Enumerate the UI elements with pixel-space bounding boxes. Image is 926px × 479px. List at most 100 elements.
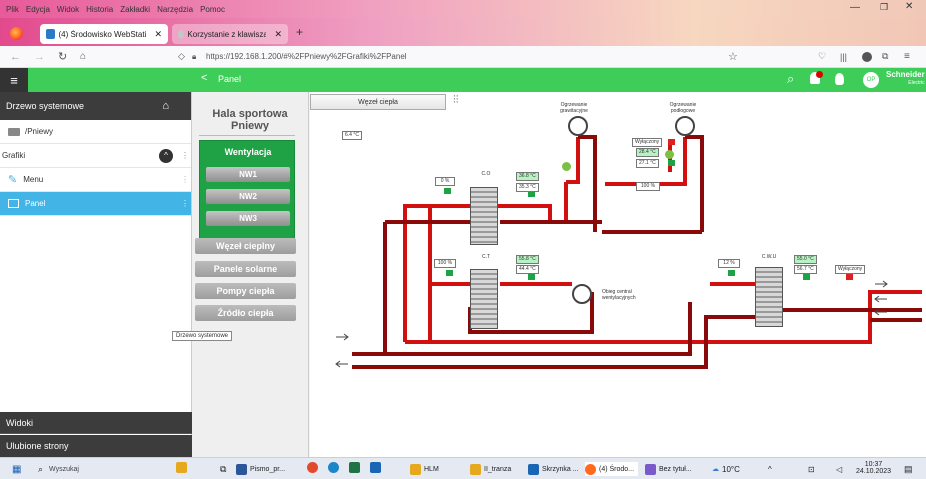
task-view-icon[interactable]: ⧉: [220, 463, 227, 474]
sidebar-path[interactable]: /Pniewy: [0, 120, 191, 144]
search-icon[interactable]: ⌕: [787, 71, 795, 86]
user-avatar[interactable]: OP: [863, 72, 879, 88]
home-icon[interactable]: ⌂: [80, 51, 87, 62]
pump-gravity[interactable]: [568, 116, 588, 136]
valve-floor-value: 100 %: [636, 182, 660, 191]
exchanger-co[interactable]: [470, 187, 498, 245]
reload-icon[interactable]: ↻: [58, 51, 68, 63]
wezel-cieplny-button[interactable]: Węzeł cieplny: [195, 238, 296, 254]
pompy-ciepla-button[interactable]: Pompy ciepła: [195, 283, 296, 299]
pump-floor-status: [665, 150, 674, 159]
url-text[interactable]: https://192.168.1.200/#%2FPniewy%2FGrafi…: [206, 52, 407, 61]
library-icon[interactable]: |||: [840, 51, 848, 62]
minimize-icon[interactable]: —: [850, 2, 860, 13]
bookmark-star-icon[interactable]: ☆: [728, 51, 738, 63]
menu-historia[interactable]: Historia: [86, 4, 114, 14]
nw1-button[interactable]: NW1: [206, 167, 290, 182]
menu-narzedzia[interactable]: Narzędzia: [157, 4, 194, 14]
more-options-icon[interactable]: ⋮: [181, 175, 189, 184]
more-options-icon[interactable]: ⋮: [181, 151, 189, 160]
tray-overflow-icon[interactable]: ^: [768, 464, 772, 474]
paint-icon: [645, 463, 656, 475]
clock[interactable]: 10:37 24.10.2023: [856, 461, 891, 475]
pump-ventilation[interactable]: [572, 284, 592, 304]
tooltip: Drzewo systemowe: [172, 331, 233, 341]
valve-cwu[interactable]: [727, 279, 737, 287]
taskbar-app-paint[interactable]: Bez tytuł...: [645, 462, 692, 476]
back-icon[interactable]: ←: [10, 50, 21, 63]
nw3-button[interactable]: NW3: [206, 211, 290, 226]
firefox-icon[interactable]: [10, 27, 23, 40]
taskbar-app-mail[interactable]: Skrzynka ...: [528, 462, 579, 476]
shield-icon[interactable]: ◇: [178, 51, 185, 61]
forward-icon[interactable]: →: [34, 50, 45, 63]
outlook-icon[interactable]: [370, 462, 381, 473]
app-menu-icon[interactable]: ≡: [904, 51, 910, 62]
menu-zakladki[interactable]: Zakładki: [120, 4, 151, 14]
exchanger-ct[interactable]: [470, 269, 498, 329]
account-icon[interactable]: [862, 51, 872, 62]
tab-webstation[interactable]: (4) Środowisko WebStation Bui ✕: [40, 24, 168, 44]
edge-icon[interactable]: [328, 462, 339, 473]
sidebar-item-panel[interactable]: Panel ⋮: [0, 192, 191, 216]
sidebar-bottom-label: Widoki: [6, 417, 34, 428]
menu-widok[interactable]: Widok: [56, 4, 80, 14]
folder-app-icon[interactable]: [176, 462, 187, 473]
browser-menubar: Plik Edycja Widok Historia Zakładki Narz…: [0, 0, 926, 18]
taskbar-app-tranza[interactable]: II_tranza: [470, 462, 511, 476]
hlm-icon: [410, 463, 421, 475]
valve-ct[interactable]: [444, 279, 454, 287]
weather-widget[interactable]: ☁10°C: [712, 462, 740, 476]
pocket-icon[interactable]: ♡: [818, 51, 827, 61]
pipe-main-supply: [405, 290, 922, 344]
restore-icon[interactable]: ❐: [880, 2, 889, 12]
windows-start-icon[interactable]: ▦: [12, 463, 22, 475]
excel-icon[interactable]: [349, 462, 360, 473]
tab-printscreen[interactable]: Korzystanie z klawisza print scr ✕: [172, 24, 288, 44]
more-options-icon[interactable]: ⋮: [181, 199, 189, 208]
exchanger-cwu[interactable]: [755, 267, 783, 327]
chrome-icon[interactable]: [307, 462, 318, 473]
valve-floor[interactable]: [676, 180, 686, 188]
home-icon[interactable]: ⌂: [162, 100, 169, 112]
pump-floor[interactable]: [675, 116, 695, 136]
taskbar-app-word[interactable]: Pismo_pr...: [236, 462, 285, 476]
network-icon[interactable]: ⊡: [808, 464, 815, 474]
diagram-tab[interactable]: Węzeł ciepła: [310, 94, 446, 110]
close-window-icon[interactable]: ✕: [905, 1, 914, 12]
notification-bell-icon[interactable]: [810, 72, 820, 84]
sidebar-favorites[interactable]: Ulubione strony: [0, 435, 192, 457]
settings-sliders-icon[interactable]: ⫶⫶: [453, 94, 459, 106]
sidebar-item-grafiki[interactable]: Grafiki ^ ⋮: [0, 144, 191, 168]
pipe-gravity-riser: [566, 137, 580, 184]
menu-pomoc[interactable]: Pomoc: [200, 4, 225, 14]
nw2-button[interactable]: NW2: [206, 189, 290, 204]
arrow-out-right-1: [875, 280, 888, 288]
page-back-button[interactable]: <: [201, 72, 208, 84]
menu-edycja[interactable]: Edycja: [25, 4, 50, 14]
sidebar-widoki[interactable]: Widoki: [0, 412, 192, 434]
taskbar-search[interactable]: ⌕ Wyszukaj: [38, 462, 158, 476]
globe-icon: [178, 29, 185, 39]
volume-icon[interactable]: ◁: [836, 464, 843, 474]
taskbar-app-label: II_tranza: [484, 465, 512, 473]
valve-co[interactable]: [442, 196, 452, 204]
lightbulb-icon[interactable]: [835, 73, 844, 85]
panele-solarne-button[interactable]: Panele solarne: [195, 261, 296, 277]
lock-icon[interactable]: 🔒︎: [192, 51, 197, 61]
tab-close-icon[interactable]: ✕: [154, 28, 162, 39]
firefox-app-icon: [585, 463, 596, 475]
notifications-icon[interactable]: ▤: [904, 463, 913, 474]
menu-plik[interactable]: Plik: [6, 4, 19, 14]
taskbar-app-firefox[interactable]: (4) Środo...: [585, 462, 639, 476]
collapse-chevron-icon[interactable]: ^: [159, 148, 173, 163]
sidebar-item-menu[interactable]: ✎ Menu ⋮: [0, 168, 191, 192]
zrodlo-ciepla-button[interactable]: Źródło ciepła: [195, 305, 296, 321]
tab-close-icon[interactable]: ✕: [274, 28, 282, 39]
taskbar-app-hlm[interactable]: HLM: [410, 462, 439, 476]
brand-subname: Electric: [908, 80, 925, 86]
extensions-icon[interactable]: ⧉: [882, 51, 889, 61]
brand-logo: Schneider Electric: [886, 71, 925, 87]
hamburger-menu-icon[interactable]: ≡: [0, 68, 28, 92]
new-tab-button[interactable]: +: [296, 25, 304, 39]
